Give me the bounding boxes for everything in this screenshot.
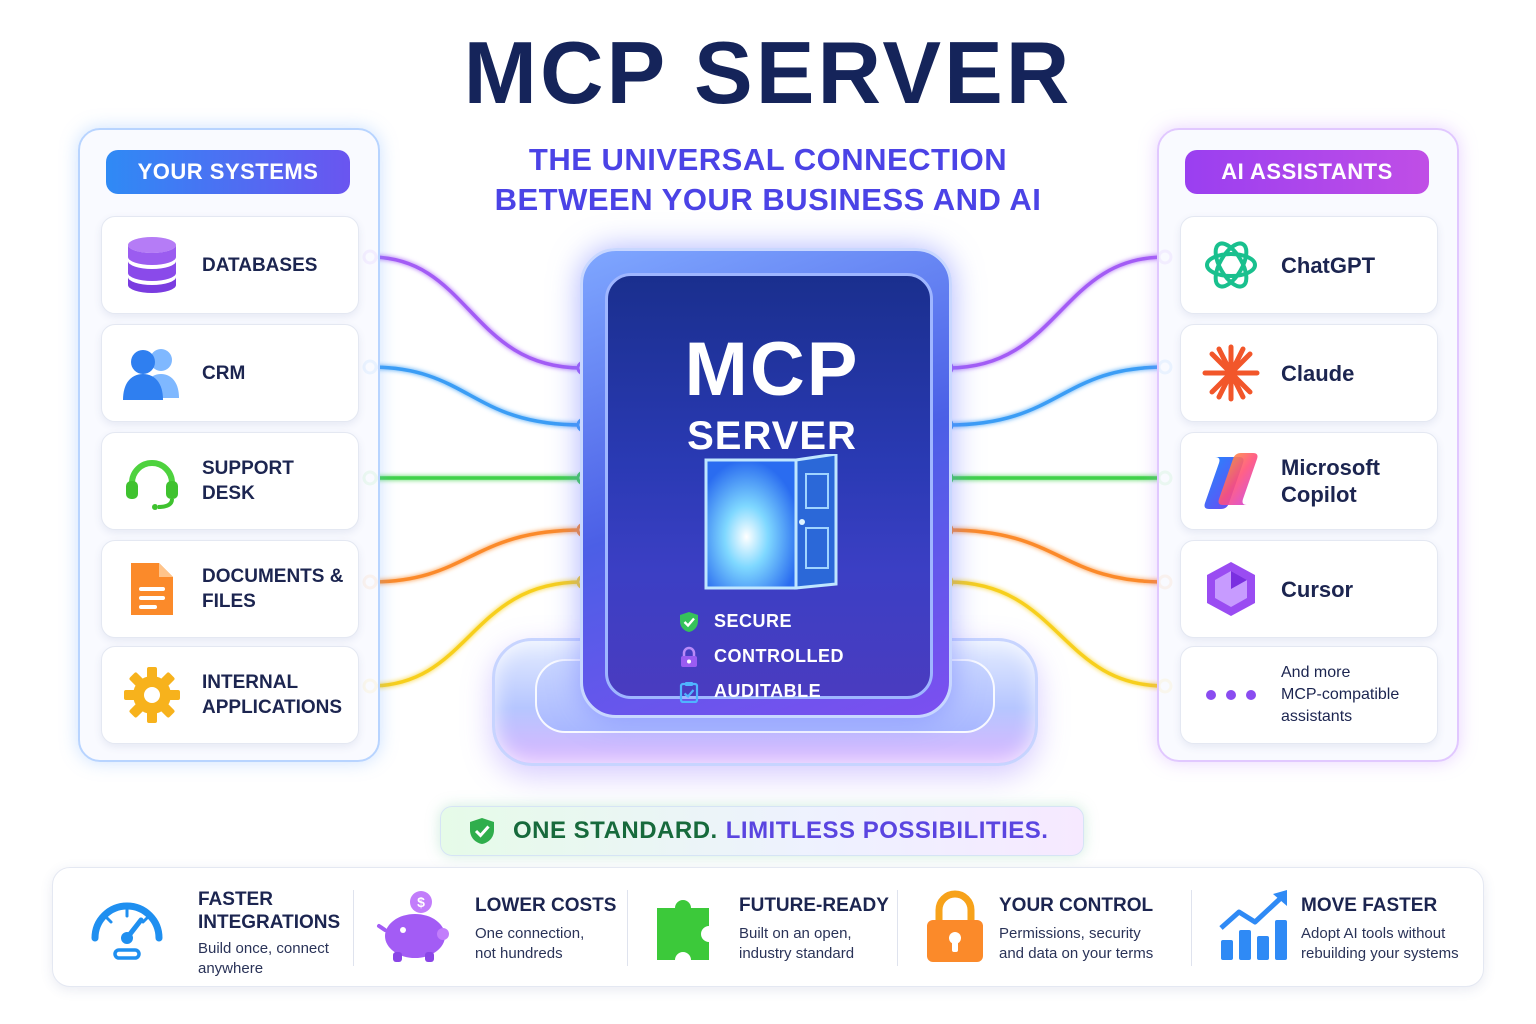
your-systems-header: YOUR SYSTEMS bbox=[106, 150, 350, 194]
your-systems-panel: YOUR SYSTEMS DATABASES CRM bbox=[78, 128, 380, 762]
copilot-logo-icon bbox=[1199, 449, 1263, 513]
growth-chart-icon bbox=[1213, 886, 1293, 966]
feature-controlled: CONTROLLED bbox=[678, 639, 844, 674]
system-label: DOCUMENTS & FILES bbox=[202, 566, 344, 612]
tagline-part-2: LIMITLESS POSSIBILITIES. bbox=[725, 817, 1049, 844]
puzzle-icon bbox=[649, 886, 729, 966]
ai-card-microsoft-copilot[interactable]: Microsoft Copilot bbox=[1180, 432, 1438, 530]
gear-icon bbox=[120, 663, 184, 727]
subtitle-line-2: BETWEEN YOUR BUSINESS AND AI bbox=[494, 182, 1042, 217]
ai-label: Claude bbox=[1281, 360, 1355, 386]
lock-icon bbox=[678, 646, 700, 668]
benefit-desc: rebuilding your systems bbox=[1301, 945, 1459, 962]
chatgpt-logo-icon bbox=[1199, 233, 1263, 297]
svg-text:$: $ bbox=[417, 894, 425, 910]
ai-assistants-panel: AI ASSISTANTS ChatGPT bbox=[1157, 128, 1459, 762]
benefit-lower-costs: $ LOWER COSTS One connection, not hundre… bbox=[353, 868, 627, 988]
server-features: SECURE CONTROLLED bbox=[678, 604, 844, 709]
benefit-divider bbox=[897, 890, 898, 966]
benefit-divider bbox=[1191, 890, 1192, 966]
subtitle: THE UNIVERSAL CONNECTION BETWEEN YOUR BU… bbox=[400, 140, 1136, 220]
tagline-banner: ONE STANDARD. LIMITLESS POSSIBILITIES. bbox=[440, 806, 1084, 856]
ai-label: Microsoft Copilot bbox=[1281, 455, 1380, 507]
feature-secure: SECURE bbox=[678, 604, 844, 639]
benefit-move-faster: MOVE FASTER Adopt AI tools without rebui… bbox=[1191, 868, 1485, 988]
benefits-bar: FASTER INTEGRATIONS Build once, connect … bbox=[52, 867, 1484, 987]
claude-logo-icon bbox=[1199, 341, 1263, 405]
speedometer-icon bbox=[87, 886, 167, 966]
wire-left-2 bbox=[369, 365, 583, 427]
benefit-divider bbox=[627, 890, 628, 966]
benefit-desc: One connection, bbox=[475, 925, 585, 942]
benefit-desc: Build once, connect bbox=[198, 940, 329, 957]
benefit-desc: anywhere bbox=[198, 960, 264, 977]
system-label: CRM bbox=[202, 362, 246, 384]
system-card-databases[interactable]: DATABASES bbox=[101, 216, 359, 314]
benefit-desc: industry standard bbox=[739, 945, 855, 962]
users-icon bbox=[120, 341, 184, 405]
benefit-desc: Permissions, security bbox=[999, 925, 1141, 942]
benefit-title: MOVE FASTER bbox=[1301, 895, 1438, 916]
mcp-server-device: MCP SERVER bbox=[580, 248, 952, 738]
subtitle-line-1: THE UNIVERSAL CONNECTION bbox=[528, 142, 1008, 177]
benefit-title: INTEGRATIONS bbox=[198, 912, 341, 933]
piggy-bank-icon: $ bbox=[375, 886, 455, 966]
ai-card-chatgpt[interactable]: ChatGPT bbox=[1180, 216, 1438, 314]
benefit-desc: Built on an open, bbox=[739, 925, 852, 942]
feature-auditable: AUDITABLE bbox=[678, 674, 844, 709]
benefit-title: FASTER bbox=[198, 889, 273, 910]
system-label: SUPPORT DESK bbox=[202, 458, 294, 504]
wire-right-1 bbox=[947, 255, 1166, 370]
system-label: DATABASES bbox=[202, 254, 318, 276]
wire-right-4 bbox=[947, 528, 1166, 584]
wire-left-4 bbox=[369, 528, 583, 584]
wire-right-2 bbox=[947, 365, 1166, 427]
benefit-desc: and data on your terms bbox=[999, 945, 1154, 962]
tagline-part-1: ONE STANDARD. bbox=[513, 817, 718, 844]
more-dots-icon bbox=[1199, 663, 1263, 727]
server-title: MCP bbox=[684, 327, 860, 412]
open-door-icon bbox=[686, 452, 856, 594]
cursor-logo-icon bbox=[1199, 557, 1263, 621]
ai-label: And more MCP-compatible assistants bbox=[1281, 664, 1400, 725]
ai-card-claude[interactable]: Claude bbox=[1180, 324, 1438, 422]
ai-label: Cursor bbox=[1281, 576, 1354, 602]
document-icon bbox=[120, 557, 184, 621]
ai-card-cursor[interactable]: Cursor bbox=[1180, 540, 1438, 638]
benefit-desc: not hundreds bbox=[475, 945, 563, 962]
system-label: INTERNAL APPLICATIONS bbox=[202, 672, 343, 718]
ai-card-more-assistants[interactable]: And more MCP-compatible assistants bbox=[1180, 646, 1438, 744]
system-card-documents[interactable]: DOCUMENTS & FILES bbox=[101, 540, 359, 638]
ai-label: ChatGPT bbox=[1281, 252, 1376, 278]
main-title: MCP SERVER bbox=[463, 23, 1073, 122]
database-icon bbox=[120, 233, 184, 297]
server-screen: MCP SERVER bbox=[605, 273, 933, 703]
benefit-title: FUTURE-READY bbox=[739, 895, 889, 916]
server-subtitle: SERVER bbox=[687, 414, 857, 458]
system-card-crm[interactable]: CRM bbox=[101, 324, 359, 422]
benefit-title: YOUR CONTROL bbox=[999, 895, 1154, 916]
benefit-title: LOWER COSTS bbox=[475, 895, 617, 916]
system-card-internal-applications[interactable]: INTERNAL APPLICATIONS bbox=[101, 646, 359, 744]
padlock-icon bbox=[915, 886, 995, 966]
benefit-divider bbox=[353, 890, 354, 966]
ai-assistants-header: AI ASSISTANTS bbox=[1185, 150, 1429, 194]
wire-left-1 bbox=[369, 255, 583, 370]
benefit-faster-integrations: FASTER INTEGRATIONS Build once, connect … bbox=[53, 868, 353, 988]
shield-check-icon bbox=[678, 611, 700, 633]
benefit-desc: Adopt AI tools without bbox=[1301, 925, 1446, 942]
shield-check-icon bbox=[467, 816, 497, 846]
headset-icon bbox=[120, 449, 184, 513]
clipboard-check-icon bbox=[678, 681, 700, 703]
benefit-future-ready: FUTURE-READY Built on an open, industry … bbox=[627, 868, 897, 988]
benefit-your-control: YOUR CONTROL Permissions, security and d… bbox=[897, 868, 1191, 988]
system-card-support-desk[interactable]: SUPPORT DESK bbox=[101, 432, 359, 530]
